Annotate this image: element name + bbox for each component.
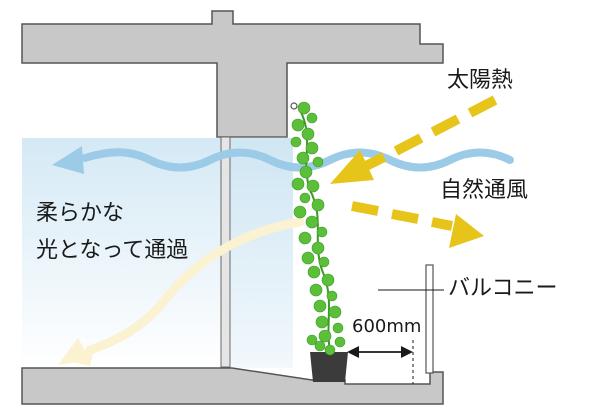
wind-wave [81,148,514,172]
room-interior [22,138,225,368]
label-dimension: 600mm [352,316,422,337]
plant-leaves [290,101,346,356]
dimension-arrow-left [347,346,359,358]
solar-arrow-incoming [363,95,498,171]
wind-arrowhead [52,146,84,174]
label-balcony: バルコニー [448,276,558,301]
dimension-arrow-right [401,346,413,358]
solar-arrowhead-incoming [330,150,374,184]
balcony-railing [425,264,434,374]
label-solar-heat: 太陽熱 [447,68,514,93]
label-natural-wind: 自然通風 [440,178,529,203]
solar-arrow-reflected [351,201,453,231]
plant-pot [310,352,348,382]
upper-slab [21,10,444,138]
light-arrowhead-bottom [64,346,95,366]
window-glass [225,138,293,368]
label-soft-light-line1: 柔らかな [36,201,125,226]
solar-arrowhead-reflected [449,214,484,248]
lower-slab [21,367,444,405]
light-path [85,217,305,355]
label-soft-light-line2: 光となって通過 [36,238,189,263]
plant-hook [290,102,298,110]
